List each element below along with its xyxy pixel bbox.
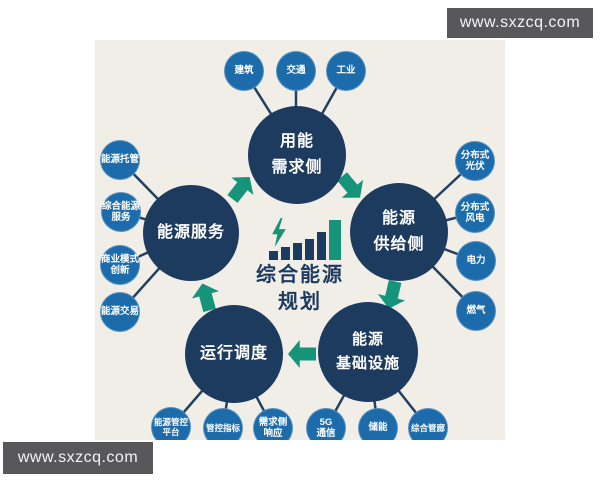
bar-chart-icon (269, 220, 349, 260)
satellite-building: 建筑 (224, 51, 264, 91)
bar-6 (329, 220, 341, 260)
satellite-gas: 燃气 (456, 291, 496, 331)
satellite-industry: 工业 (326, 51, 366, 91)
satellite-electric-power: 电力 (456, 241, 496, 281)
bar-1 (269, 251, 278, 260)
satellite-5g-communication: 5G 通信 (306, 408, 346, 440)
hub-energy-infrastructure: 能源 基础设施 (318, 302, 418, 402)
satellite-demand-response: 需求侧 响应 (253, 408, 293, 440)
hub-operation-dispatch: 运行调度 (185, 305, 283, 403)
satellite-business-model-innovation: 商业模式 创新 (100, 245, 140, 285)
satellite-energy-hosting: 能源托管 (100, 140, 140, 180)
satellite-distributed-pv: 分布式 光伏 (455, 141, 495, 181)
bar-2 (281, 247, 290, 260)
lightning-bolt-icon (272, 218, 286, 247)
satellite-transportation: 交通 (276, 51, 316, 91)
satellite-control-indicators: 管控指标 (203, 408, 243, 440)
diagram-panel: 用能 需求侧 能源 供给侧 能源 基础设施 运行调度 能源服务 建筑 交通 工业… (95, 40, 505, 440)
watermark-bottom-left: www.sxzcq.com (3, 442, 153, 474)
center-title: 综合能源 规划 (256, 264, 344, 313)
hub-demand-side: 用能 需求侧 (248, 106, 346, 204)
satellite-utility-tunnel: 综合管廊 (408, 408, 448, 440)
satellite-energy-trading: 能源交易 (100, 292, 140, 332)
bar-3 (293, 243, 302, 260)
satellite-energy-storage: 储能 (358, 408, 398, 440)
bar-4 (305, 239, 314, 260)
hub-supply-side: 能源 供给侧 (350, 183, 448, 281)
satellite-integrated-energy-service: 综合能源 服务 (101, 192, 141, 232)
hub-energy-service: 能源服务 (143, 185, 239, 281)
watermark-top-right: www.sxzcq.com (447, 8, 593, 38)
bar-5 (317, 232, 326, 260)
satellite-energy-control-platform: 能源管控 平台 (151, 407, 191, 440)
satellite-distributed-wind: 分布式 风电 (455, 193, 495, 233)
